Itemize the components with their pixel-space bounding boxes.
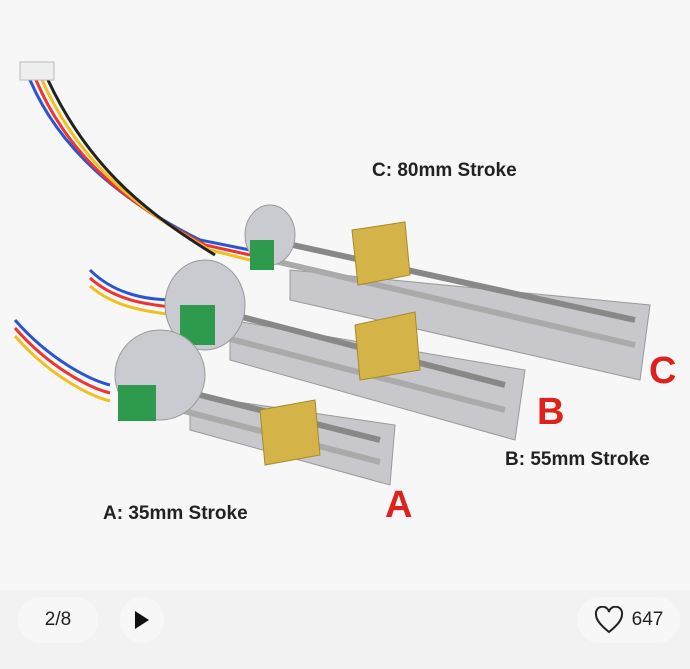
label-c-stroke: C: 80mm Stroke	[372, 160, 517, 181]
letter-c: C	[649, 350, 677, 392]
letter-b: B	[537, 391, 565, 433]
like-count: 647	[631, 609, 664, 630]
letter-a: A	[385, 484, 413, 526]
product-image[interactable]: C: 80mm Stroke B: 55mm Stroke A: 35mm St…	[0, 0, 690, 590]
play-icon	[135, 611, 149, 629]
like-button[interactable]: 647	[577, 597, 680, 643]
play-button[interactable]	[120, 597, 164, 643]
linear-stepper-motors-illustration	[13, 61, 651, 486]
label-a-stroke: A: 35mm Stroke	[103, 503, 248, 524]
image-counter: 2/8	[18, 597, 98, 643]
heart-icon	[594, 606, 623, 634]
label-b-stroke: B: 55mm Stroke	[505, 449, 650, 470]
